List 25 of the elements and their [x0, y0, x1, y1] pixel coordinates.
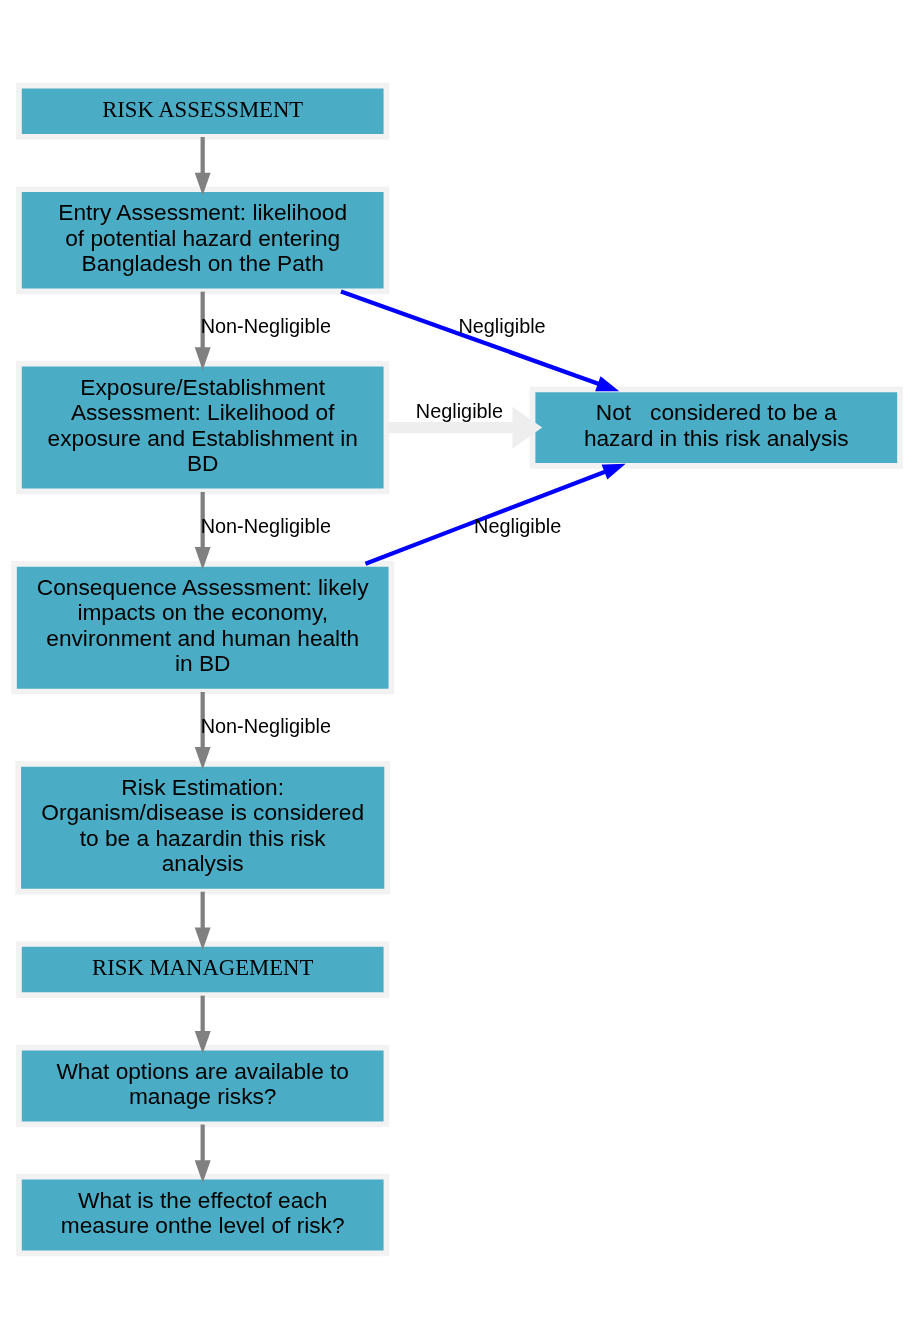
node-box: Entry Assessment: likelihood of potential hazard entering Bangladesh on the Path: [16, 186, 390, 295]
edge-label: Negligible: [458, 314, 546, 337]
edge-label: Negligible: [415, 399, 504, 422]
node-box: What options are available to manage risks?: [16, 1044, 390, 1128]
arrow: [364, 463, 626, 566]
arrow: [386, 406, 543, 449]
arrow: [194, 291, 211, 371]
arrow: [194, 891, 211, 951]
node-box: What is the effectof each measure onthe level of risk?: [16, 1173, 390, 1257]
edge-label: Non-Negligible: [200, 714, 331, 737]
node-box: Risk Estimation: Organism/disease is considered to be a hazardin this risk analysis: [15, 761, 390, 895]
edge-label: Non-Negligible: [200, 514, 331, 537]
arrow: [194, 1124, 211, 1184]
node-box: RISK ASSESSMENT: [16, 82, 390, 140]
node-box: Exposure/Establishment Assessment: Likelihood of exposure and Establishment in BD: [16, 360, 390, 495]
node-box: RISK MANAGEMENT: [16, 941, 390, 998]
node-box: Consequence Assessment: likely impacts on the economy, environment and human health in BD: [11, 560, 395, 695]
arrow: [340, 289, 620, 392]
arrow: [194, 692, 211, 770]
edge-label: Negligible: [474, 514, 562, 537]
node-box: Not considered to be a hazard in this risk analysis: [529, 386, 903, 469]
arrow: [194, 491, 211, 570]
edge-label: Non-Negligible: [200, 314, 331, 337]
arrow: [194, 137, 211, 196]
arrow: [194, 995, 211, 1054]
